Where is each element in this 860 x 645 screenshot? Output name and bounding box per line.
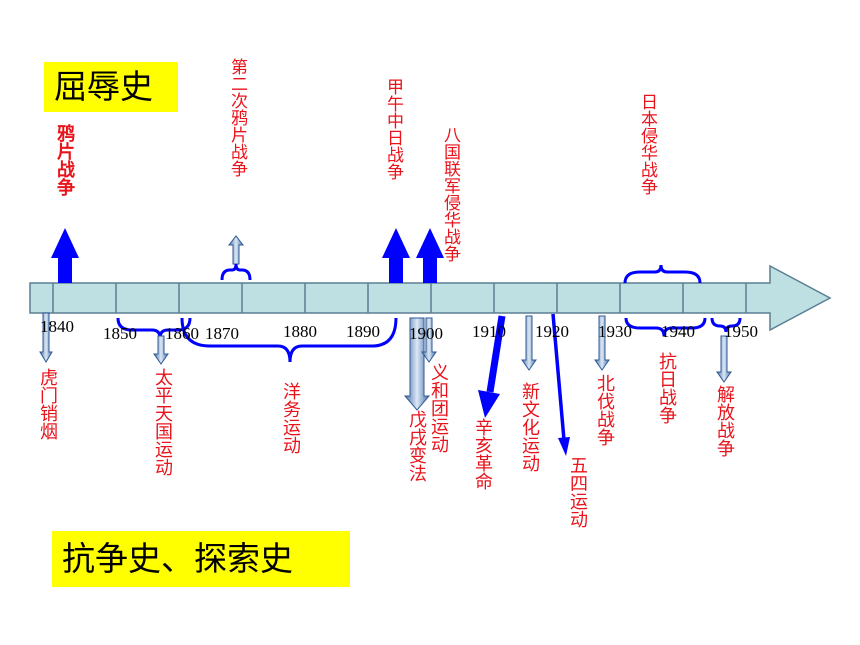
- tick-1950: 1950: [724, 322, 758, 341]
- boxer-down-arrow: [421, 317, 437, 363]
- new-culture-movement-label: 新文化运动: [519, 382, 540, 472]
- liberation-war-label: 解放战争: [714, 385, 735, 457]
- timeline-axis-arrow: [29, 264, 832, 332]
- tick-1840: 1840: [40, 317, 74, 336]
- anti-japanese-war-label: 抗日战争: [656, 352, 677, 424]
- eight-nation-up-arrow: [416, 228, 444, 283]
- humen-down-arrow: [39, 312, 53, 363]
- humiliation-history-title: 屈辱史: [44, 62, 178, 112]
- japanese-invasion-label: 日本侵华战争: [637, 93, 657, 195]
- northern-expedition-label: 北伐战争: [594, 374, 615, 446]
- anti-japanese-brace: [624, 317, 707, 337]
- opium-war-label: 鸦片战争: [54, 124, 75, 196]
- boxer-movement-label: 义和团运动: [428, 363, 449, 453]
- eight-nation-alliance-label: 八国联军侵华战争: [440, 126, 460, 262]
- liberation-down-arrow: [716, 335, 732, 383]
- japanese-invasion-brace: [623, 264, 702, 284]
- second-opium-war-label: 第二次鸦片战争: [227, 58, 247, 177]
- may-fourth-slanted-arrow: [551, 313, 570, 456]
- tick-1940: 1940: [661, 322, 695, 341]
- xinhai-slanted-arrow: [478, 315, 506, 418]
- tick-1900: 1900: [409, 324, 443, 343]
- new-culture-down-arrow: [521, 315, 537, 371]
- second-opium-war-brace: [220, 263, 252, 281]
- tick-1930: 1930: [598, 322, 632, 341]
- tick-1910: 1910: [472, 322, 506, 341]
- self-strengthening-brace: [180, 317, 398, 363]
- axis-segment-dividers: [52, 283, 747, 313]
- struggle-exploration-history-title: 抗争史、探索史: [52, 531, 350, 587]
- liberation-brace: [710, 317, 742, 333]
- second-opium-war-up-arrow: [227, 235, 245, 265]
- taiping-movement-label: 太平天国运动: [152, 368, 173, 476]
- tick-1860: 1860: [165, 324, 199, 343]
- tick-1890: 1890: [346, 322, 380, 341]
- self-strengthening-movement-label: 洋务运动: [280, 382, 301, 454]
- wuxu-down-arrow: [403, 317, 431, 411]
- may-fourth-movement-label: 五四运动: [567, 456, 588, 528]
- humen-opium-destruction-label: 虎门销烟: [37, 368, 58, 440]
- northern-expedition-down-arrow: [594, 315, 610, 371]
- tick-1920: 1920: [535, 322, 569, 341]
- opium-war-up-arrow: [51, 228, 79, 283]
- wuxu-reform-label: 戊戌变法: [406, 410, 427, 482]
- sino-japanese-war-up-arrow: [382, 228, 410, 283]
- xinhai-revolution-label: 辛亥革命: [472, 418, 493, 490]
- tick-1870: 1870: [205, 324, 239, 343]
- tick-1880: 1880: [283, 322, 317, 341]
- taiping-down-arrow: [153, 335, 169, 365]
- sino-japanese-war-label: 甲午中日战争: [383, 78, 403, 180]
- tick-1850: 1850: [103, 324, 137, 343]
